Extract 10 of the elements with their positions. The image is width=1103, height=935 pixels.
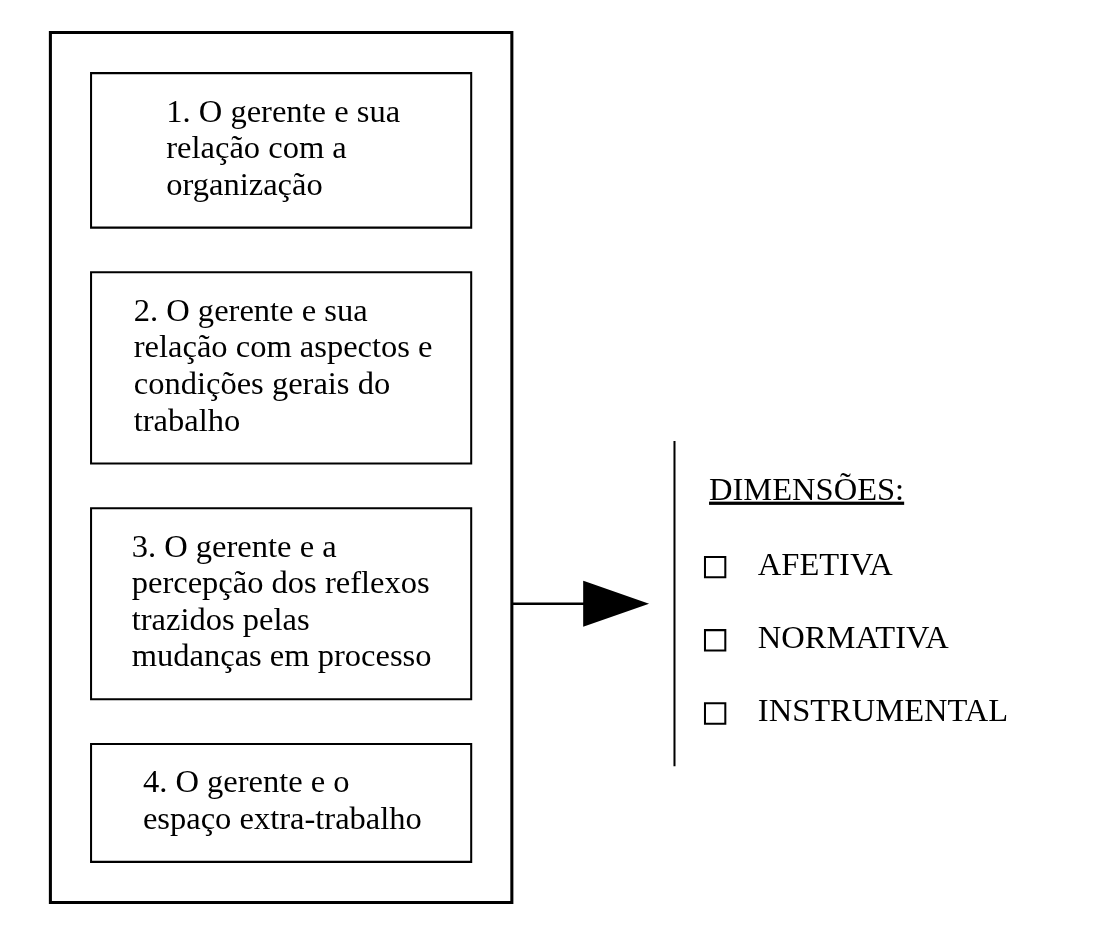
node-box: 4. O gerente e o espaço extra-trabalho [90,742,473,863]
node-box: 2. O gerente e sua relação com aspectos e condições gerais do trabalho [90,271,473,465]
node-label: NORMATIVA [757,619,949,656]
arrow [511,580,650,627]
node-label: INSTRUMENTAL [757,692,1009,729]
node-box: 3. O gerente e a percepção dos reflexos trazidos pelas mudanças em processo [90,507,473,701]
cluster [48,30,514,905]
node-box: 1. O gerente e sua relação com a organização [90,72,473,229]
node-label: AFETIVA [757,545,893,582]
node-label: DIMENSÕES: [709,470,905,507]
